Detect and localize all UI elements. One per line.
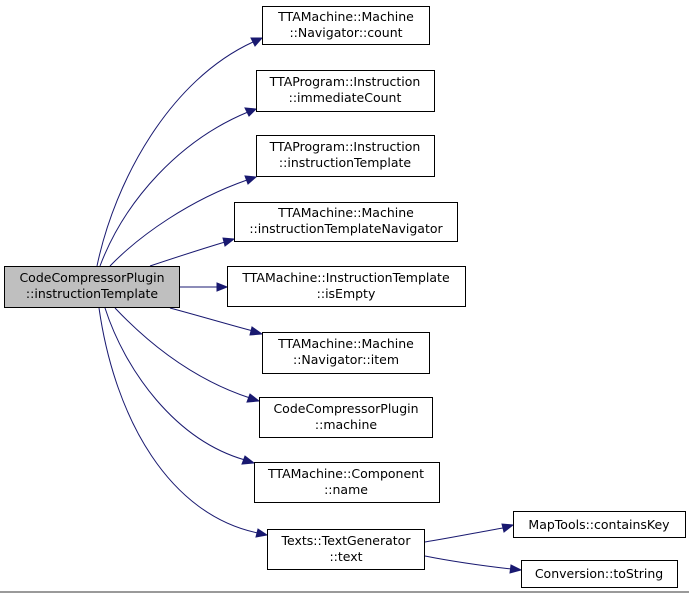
node-navigator-count[interactable]: TTAMachine::Machine ::Navigator::count [262, 6, 430, 45]
node-textgenerator-text-line2: ::text [329, 549, 362, 564]
node-navigator-count-line2: ::Navigator::count [289, 25, 402, 40]
node-textgenerator-text[interactable]: Texts::TextGenerator ::text [267, 529, 425, 570]
edge-root-to-name [104, 307, 246, 461]
node-machine[interactable]: CodeCompressorPlugin ::machine [259, 397, 433, 438]
node-isempty-line1: TTAMachine::InstructionTemplate [241, 270, 450, 285]
node-machine-line1: CodeCompressorPlugin [273, 401, 418, 416]
arrowhead-isempty [216, 282, 229, 292]
arrowhead-machine [246, 393, 261, 403]
edge-root-to-text [98, 307, 259, 534]
node-navigator-item-line2: ::Navigator::item [293, 352, 399, 367]
edge-root-to-machine [114, 307, 251, 399]
node-root-line1: CodeCompressorPlugin [19, 270, 164, 285]
edges [96, 37, 523, 574]
node-component-name-line2: ::name [324, 482, 368, 497]
node-isempty[interactable]: TTAMachine::InstructionTemplate ::isEmpt… [227, 266, 466, 307]
node-instruction-template-line2: ::instructionTemplate [279, 155, 411, 170]
arrowhead-item [249, 326, 264, 336]
node-tostring[interactable]: Conversion::toString [521, 560, 678, 588]
node-immediatecount[interactable]: TTAProgram::Instruction ::immediateCount [256, 70, 435, 112]
arrowhead-templatenavigator [222, 237, 236, 247]
node-root-line2: ::instructionTemplate [26, 286, 158, 301]
node-navigator-item[interactable]: TTAMachine::Machine ::Navigator::item [262, 332, 430, 374]
node-textgenerator-text-line1: Texts::TextGenerator [281, 533, 412, 548]
node-component-name[interactable]: TTAMachine::Component ::name [254, 462, 440, 503]
edge-root-to-count [96, 41, 254, 267]
node-template-navigator[interactable]: TTAMachine::Machine ::instructionTemplat… [234, 202, 458, 242]
node-tostring-label: Conversion::toString [535, 566, 663, 581]
arrowhead-text [255, 528, 269, 538]
edge-root-to-immediatecount [99, 111, 249, 267]
node-isempty-line2: ::isEmpty [317, 286, 376, 301]
arrowhead-containskey [501, 523, 515, 533]
arrowhead-count [250, 37, 264, 47]
node-containskey-label: MapTools::containsKey [528, 517, 670, 532]
edge-root-to-instructiontemplate [109, 179, 248, 267]
node-instruction-template[interactable]: TTAProgram::Instruction ::instructionTem… [256, 135, 435, 177]
edge-text-to-tostring [424, 555, 512, 570]
bottom-divider [0, 591, 689, 593]
edge-root-to-templatenavigator [149, 241, 226, 267]
node-navigator-count-line1: TTAMachine::Machine [277, 9, 414, 24]
edge-text-to-containskey [424, 527, 504, 543]
arrowhead-name [241, 455, 256, 465]
node-immediatecount-line2: ::immediateCount [289, 90, 402, 105]
node-containskey[interactable]: MapTools::containsKey [513, 511, 686, 538]
node-instruction-template-line1: TTAProgram::Instruction [269, 139, 421, 154]
edge-root-to-item [169, 307, 254, 332]
node-template-navigator-line1: TTAMachine::Machine [277, 205, 414, 220]
arrowhead-instructiontemplate [244, 175, 258, 185]
arrowhead-tostring [509, 564, 523, 574]
node-machine-line2: ::machine [315, 417, 377, 432]
node-navigator-item-line1: TTAMachine::Machine [277, 336, 414, 351]
node-component-name-line1: TTAMachine::Component [267, 466, 424, 481]
node-root[interactable]: CodeCompressorPlugin ::instructionTempla… [4, 266, 180, 308]
node-template-navigator-line2: ::instructionTemplateNavigator [249, 221, 443, 236]
arrowhead-immediatecount [244, 107, 258, 117]
node-immediatecount-line1: TTAProgram::Instruction [269, 74, 421, 89]
